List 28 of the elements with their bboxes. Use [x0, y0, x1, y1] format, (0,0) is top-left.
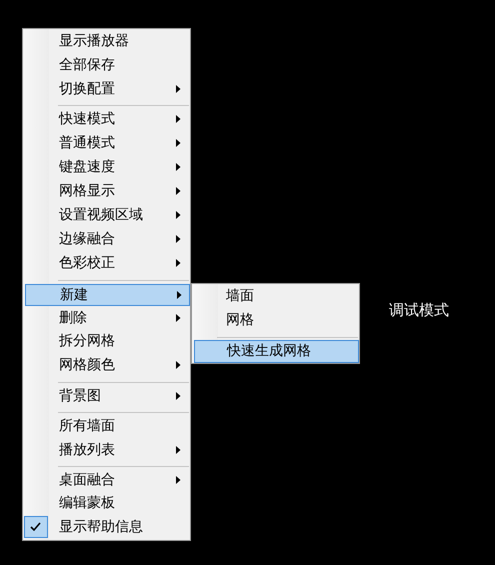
menu-item-label: 网格显示 [59, 182, 115, 201]
menu-item-label: 全部保存 [59, 56, 115, 75]
submenu [191, 283, 360, 364]
menu-item-label: 网格颜色 [59, 356, 115, 375]
caption-text: 调试模式 [389, 300, 449, 320]
menu-item-label: 键盘速度 [59, 158, 115, 177]
menu-item-label: 快速模式 [59, 110, 115, 129]
menu-item-label: 新建 [60, 286, 88, 305]
menu-item-label: 播放列表 [59, 441, 115, 460]
menu-item-label: 删除 [59, 309, 87, 328]
menu-item-label: 背景图 [59, 387, 101, 406]
menu-item-label: 边缘融合 [59, 230, 115, 249]
menu-item-label: 编辑蒙板 [59, 494, 115, 513]
menu-item-label: 普通模式 [59, 134, 115, 153]
menu-item-label: 拆分网格 [59, 332, 115, 351]
menu-item-label: 快速生成网格 [227, 342, 311, 361]
menu-item-label: 显示播放器 [59, 32, 129, 51]
menu-item-label: 设置视频区域 [59, 206, 143, 225]
menu-item-label: 切换配置 [59, 80, 115, 99]
menu-item-label: 色彩校正 [59, 254, 115, 273]
menu-item-label: 显示帮助信息 [59, 518, 143, 537]
menu-item-label: 所有墙面 [59, 417, 115, 436]
highlighted-menu-item [25, 284, 190, 306]
menu-item-label: 墙面 [226, 287, 254, 306]
menu-item-label: 桌面融合 [59, 471, 115, 490]
highlighted-menu-item [194, 340, 359, 363]
context-menu [22, 28, 191, 541]
menu-item-label: 网格 [226, 311, 254, 330]
